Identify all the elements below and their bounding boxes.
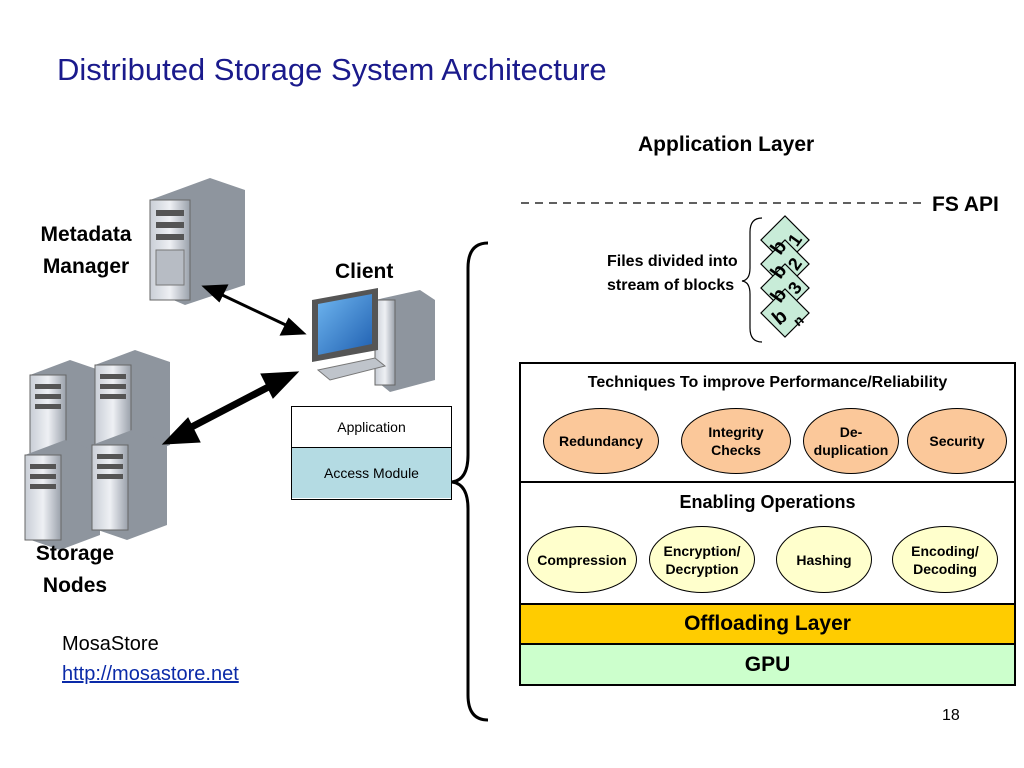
files-divided-label: Files divided into stream of blocks — [607, 253, 738, 294]
technique-deduplication: De-duplication — [803, 408, 899, 474]
mosastore-label: MosaStore — [62, 633, 159, 655]
operation-encryption: Encryption/ Decryption — [649, 526, 755, 593]
techniques-section: Techniques To improve Performance/Reliab… — [521, 364, 1014, 483]
fs-api-label: FS API — [932, 193, 999, 216]
slide-title: Distributed Storage System Architecture — [57, 52, 607, 87]
client-label: Client — [335, 260, 394, 283]
client-stack: Application Access Module — [291, 406, 452, 500]
architecture-stack: Techniques To improve Performance/Reliab… — [519, 362, 1016, 686]
operation-encoding: Encoding/ Decoding — [892, 526, 998, 593]
storage-servers-icon — [24, 350, 170, 550]
techniques-title: Techniques To improve Performance/Reliab… — [587, 374, 948, 391]
computer-icon — [312, 288, 435, 392]
application-layer-label: Application Layer — [638, 133, 815, 156]
block-stack: b 1 b 2 b 3 b n — [760, 215, 810, 338]
operation-compression: Compression — [527, 526, 637, 593]
operations-title: Enabling Operations — [679, 492, 856, 512]
operations-section: Enabling Operations Compression Encrypti… — [521, 483, 1014, 603]
page-number: 18 — [942, 707, 960, 724]
operation-hashing: Hashing — [776, 526, 872, 593]
gpu-layer: GPU — [521, 645, 1014, 684]
technique-redundancy: Redundancy — [543, 408, 659, 474]
technique-security: Security — [907, 408, 1007, 474]
application-box: Application — [292, 407, 451, 448]
server-icon — [149, 178, 245, 305]
offloading-layer: Offloading Layer — [521, 603, 1014, 645]
blocks-brace — [741, 217, 763, 343]
storage-nodes-label: Storage Nodes — [35, 542, 115, 597]
mosastore-link[interactable]: http://mosastore.net — [62, 663, 239, 685]
arrow-metadata-client — [201, 284, 307, 336]
arrow-storage-client — [161, 371, 300, 445]
technique-integrity-checks: Integrity Checks — [681, 408, 791, 474]
curly-brace — [451, 241, 489, 722]
access-module-box: Access Module — [292, 448, 451, 498]
metadata-manager-label: Metadata Manager — [40, 223, 132, 278]
